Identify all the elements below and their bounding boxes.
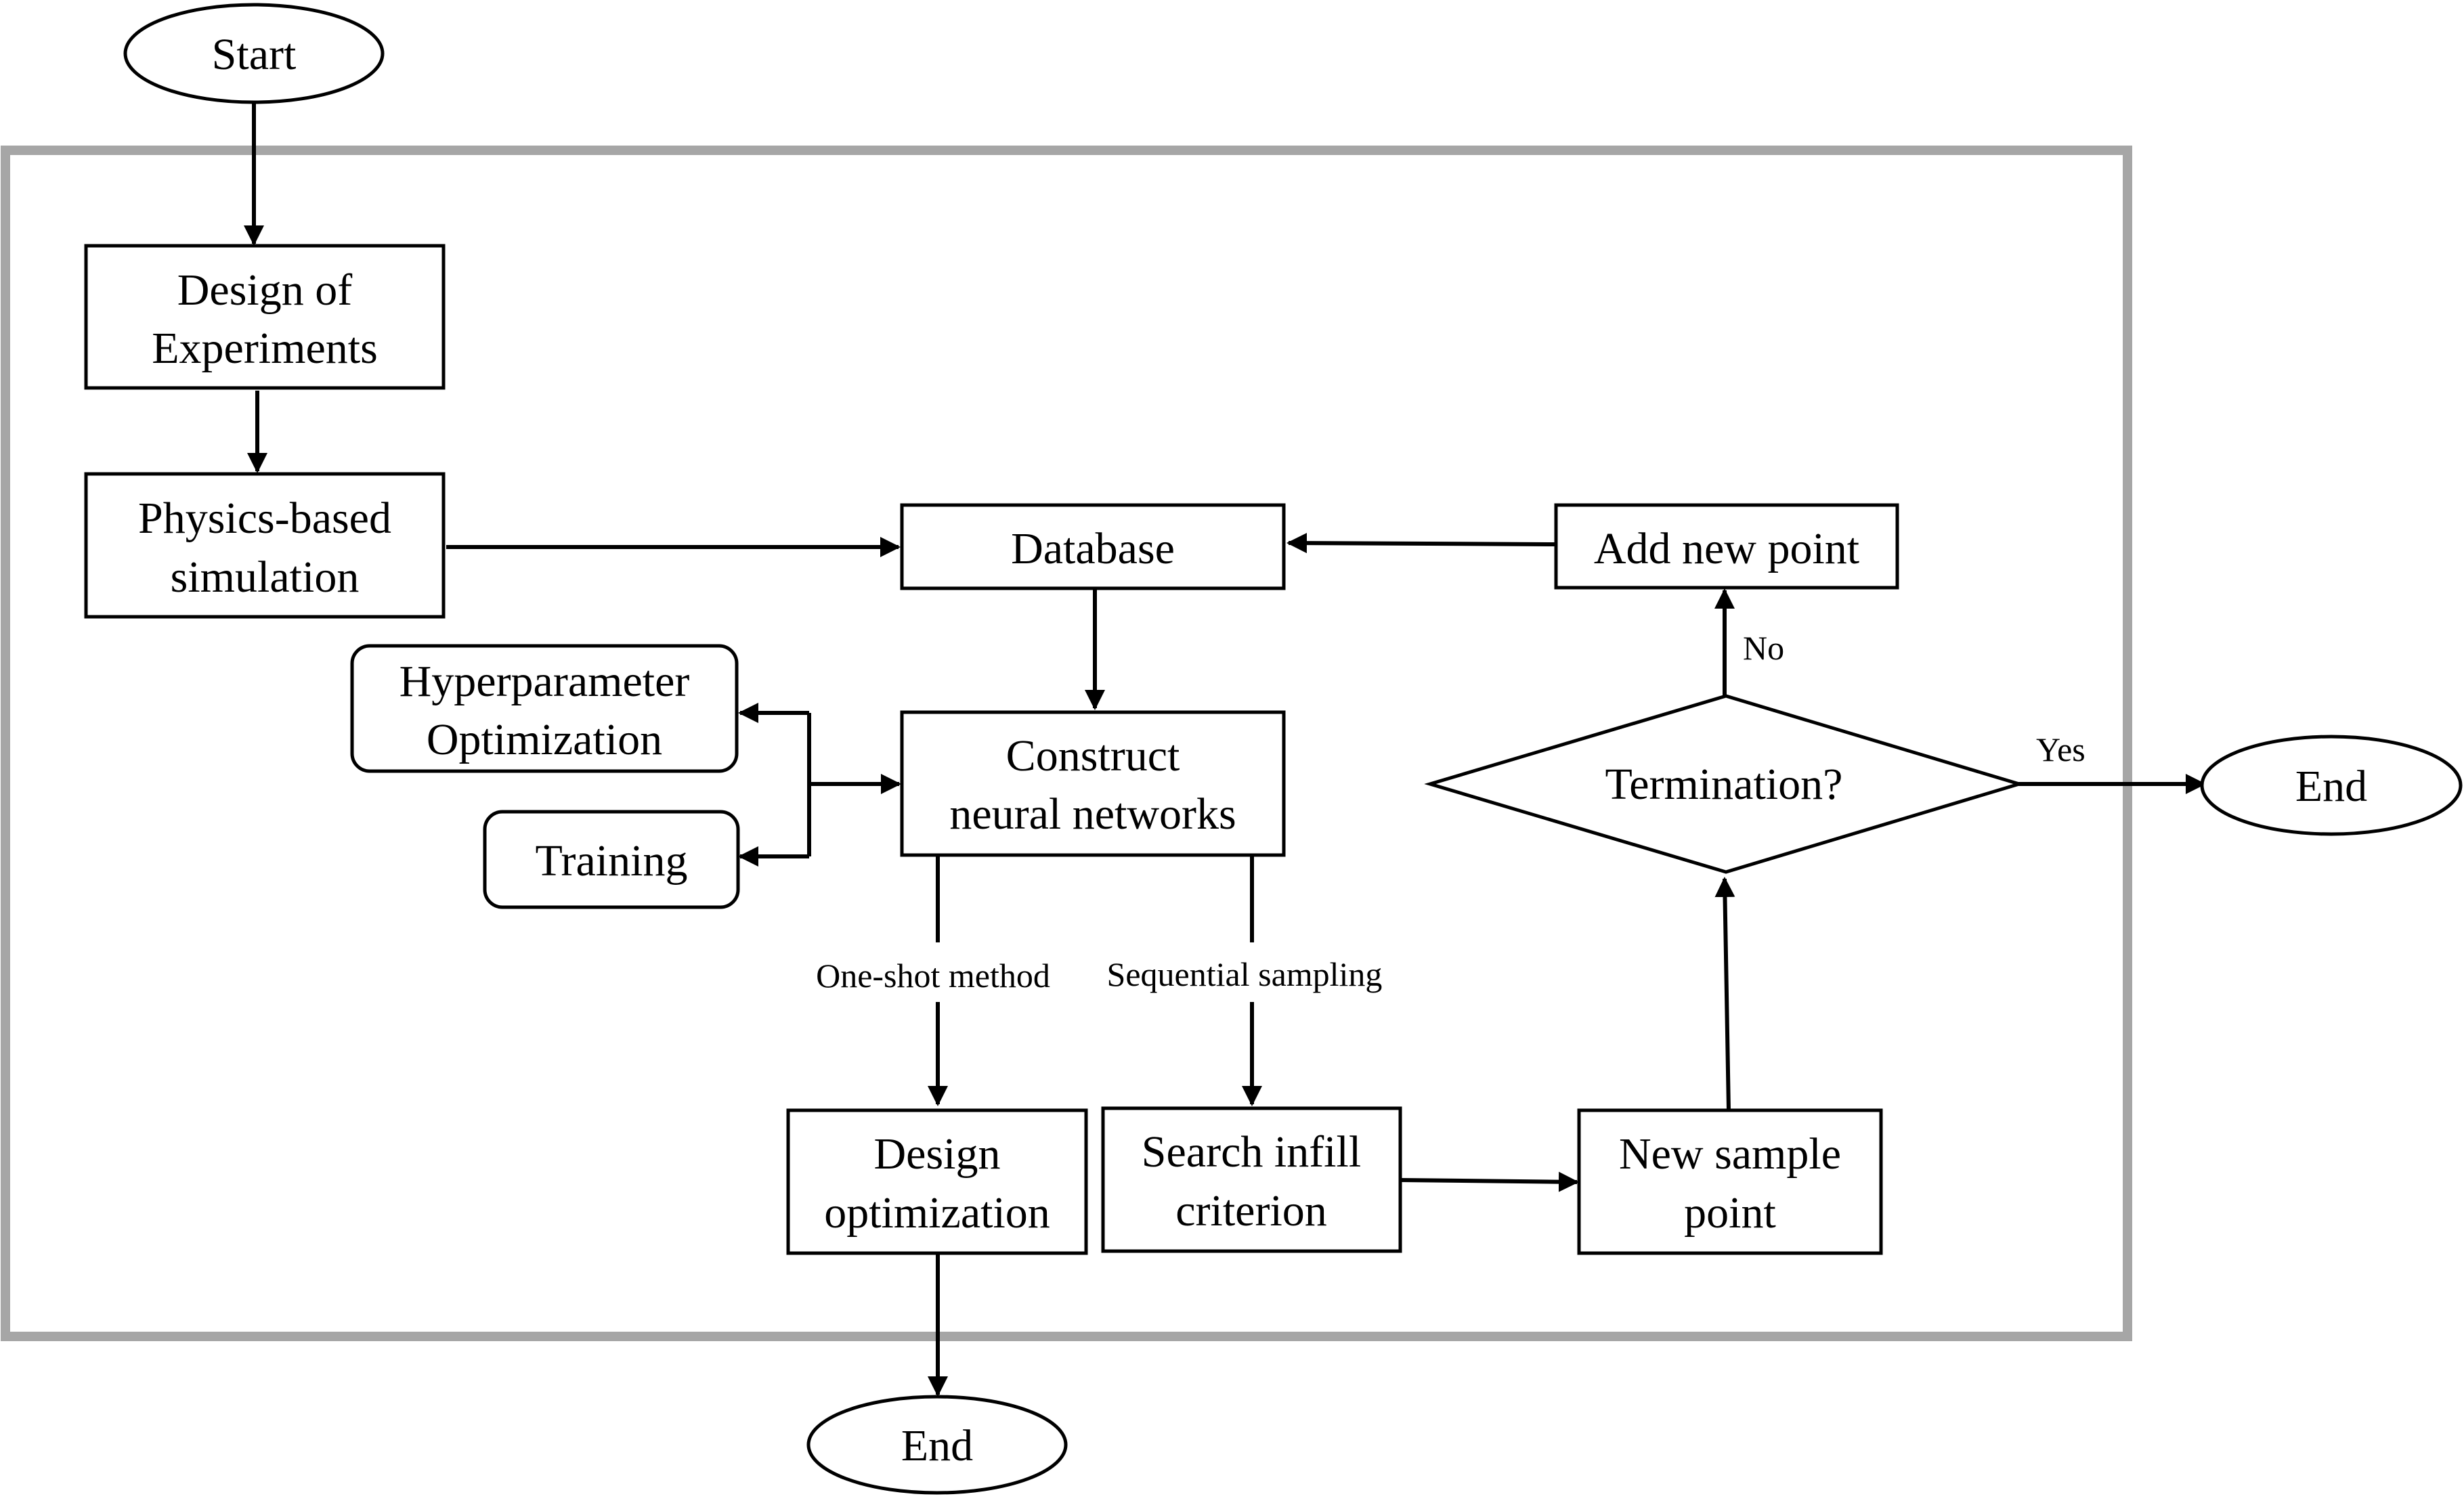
search-label-line1: Search infill xyxy=(1142,1127,1361,1177)
termination-label: Termination? xyxy=(1605,760,1843,809)
end-node-right: End xyxy=(2200,735,2463,836)
training-node: Training xyxy=(483,810,740,909)
end-right-label: End xyxy=(2295,762,2367,811)
construct-label-line1: Construct xyxy=(1006,731,1180,781)
start-node: Start xyxy=(123,3,385,104)
edge-label-yes: Yes xyxy=(2036,730,2085,768)
doe-label-line2: Experiments xyxy=(152,324,378,373)
design-opt-label-line2: optimization xyxy=(824,1188,1050,1238)
add-point-label: Add new point xyxy=(1594,524,1859,573)
edge-search-newsample xyxy=(1400,1171,1579,1192)
hyperparameter-optimization-node: Hyperparameter Optimization xyxy=(350,644,739,773)
add-new-point-node: Add new point xyxy=(1554,503,1899,590)
physics-label-line2: simulation xyxy=(171,552,360,602)
process-frame xyxy=(1,146,2132,1341)
physics-simulation-node: Physics-based simulation xyxy=(84,472,446,619)
database-label: Database xyxy=(1011,524,1175,573)
start-label: Start xyxy=(212,30,297,79)
doe-label-line1: Design of xyxy=(177,265,352,315)
database-node: Database xyxy=(900,503,1286,590)
new-sample-point-node: New sample point xyxy=(1577,1108,1883,1255)
search-label-line2: criterion xyxy=(1175,1186,1327,1236)
end-bottom-label: End xyxy=(901,1421,973,1470)
design-optimization-node: Design optimization xyxy=(786,1108,1088,1255)
physics-label-line1: Physics-based xyxy=(138,494,391,543)
design-opt-label-line1: Design xyxy=(874,1129,1001,1179)
new-sample-label-line1: New sample xyxy=(1619,1129,1841,1179)
edge-label-one-shot: One-shot method xyxy=(816,957,1050,995)
edge-addpoint-database xyxy=(1287,533,1555,554)
training-label: Training xyxy=(536,836,688,886)
search-infill-criterion-node: Search infill criterion xyxy=(1101,1106,1402,1253)
new-sample-label-line2: point xyxy=(1684,1188,1776,1238)
construct-label-line2: neural networks xyxy=(949,789,1236,839)
construct-neural-networks-node: Construct neural networks xyxy=(900,710,1286,857)
hyperparam-label-line2: Optimization xyxy=(427,715,662,764)
edge-newsample-termination xyxy=(1714,877,1735,1111)
design-of-experiments-node: Design of Experiments xyxy=(84,244,446,390)
edge-label-sequential: Sequential sampling xyxy=(1107,955,1383,993)
edge-label-no: No xyxy=(1743,629,1784,667)
end-node-bottom: End xyxy=(806,1395,1068,1495)
hyperparam-label-line1: Hyperparameter xyxy=(399,657,690,706)
termination-decision-node: Termination? xyxy=(1424,694,2025,874)
